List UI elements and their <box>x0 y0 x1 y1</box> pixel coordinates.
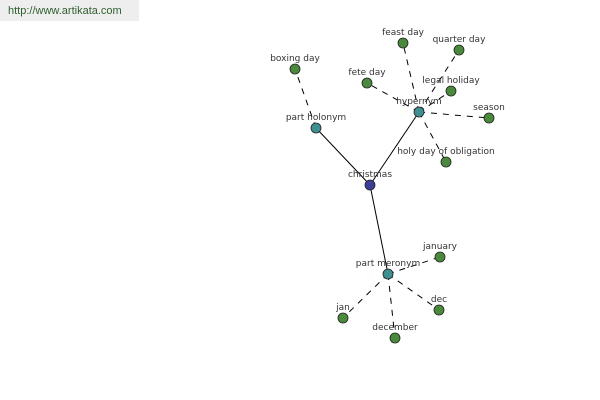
node-label-legal_holiday[interactable]: legal holiday <box>422 76 480 86</box>
node-label-fete_day[interactable]: fete day <box>348 68 386 78</box>
edge-hypernym-fete_day <box>366 82 420 113</box>
node-label-jan[interactable]: jan <box>335 303 350 313</box>
node-holy_day[interactable] <box>440 156 452 168</box>
node-label-boxing_day[interactable]: boxing day <box>270 54 320 64</box>
edge-christmas-part_meronym <box>369 184 389 275</box>
node-season[interactable] <box>483 112 495 124</box>
node-part_meronym[interactable] <box>382 268 394 280</box>
node-label-feast_day[interactable]: feast day <box>382 28 425 38</box>
node-christmas[interactable] <box>364 179 376 191</box>
edge-part_meronym-jan <box>342 273 389 319</box>
node-label-quarter_day[interactable]: quarter day <box>433 35 486 45</box>
node-boxing_day[interactable] <box>289 63 301 75</box>
edge-part_holonym-boxing_day <box>294 68 317 129</box>
node-part_holonym[interactable] <box>310 122 322 134</box>
node-december[interactable] <box>389 332 401 344</box>
node-quarter_day[interactable] <box>453 44 465 56</box>
node-feast_day[interactable] <box>397 37 409 49</box>
edge-part_meronym-dec <box>387 273 440 311</box>
node-jan[interactable] <box>337 312 349 324</box>
node-label-january[interactable]: january <box>422 242 458 252</box>
edge-christmas-hypernym <box>369 111 420 186</box>
node-january[interactable] <box>434 251 446 263</box>
node-fete_day[interactable] <box>361 77 373 89</box>
node-legal_holiday[interactable] <box>445 85 457 97</box>
node-label-december[interactable]: december <box>372 323 418 333</box>
node-label-dec[interactable]: dec <box>431 295 447 305</box>
node-label-hypernym[interactable]: hypernym <box>396 97 442 107</box>
node-label-holy_day[interactable]: holy day of obligation <box>397 147 495 157</box>
node-dec[interactable] <box>433 304 445 316</box>
edge-part_meronym-january <box>387 256 441 275</box>
site-url-link[interactable]: http://www.artikata.com <box>0 0 139 21</box>
node-label-part_meronym[interactable]: part meronym <box>356 259 420 269</box>
edge-hypernym-quarter_day <box>418 49 460 113</box>
node-label-part_holonym[interactable]: part holonym <box>286 113 346 123</box>
node-label-season[interactable]: season <box>473 103 505 113</box>
node-hypernym[interactable] <box>413 106 425 118</box>
edge-hypernym-holy_day <box>418 111 447 163</box>
edge-part_meronym-december <box>387 273 396 339</box>
node-label-christmas[interactable]: christmas <box>348 170 392 180</box>
edge-christmas-part_holonym <box>315 127 371 186</box>
